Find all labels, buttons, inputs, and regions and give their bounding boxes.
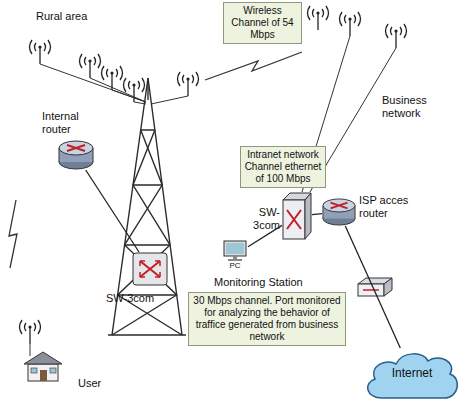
graphic-part: [108, 130, 186, 335]
graphic-part: [59, 141, 93, 155]
router-node: ISP acces router: [322, 198, 356, 226]
house-icon: [22, 350, 64, 382]
graphic-part: [50, 368, 56, 373]
node-label: SW-3com: [106, 292, 166, 305]
graphic-part: [20, 320, 41, 344]
link-line: [312, 214, 322, 215]
graphic-part: [384, 278, 392, 296]
node-label: PC: [222, 261, 248, 270]
link-line: [345, 226, 400, 348]
graphic-part: [340, 12, 361, 36]
graphic-part: [363, 289, 379, 291]
user-house: User: [22, 350, 64, 382]
graphic-part: [151, 96, 188, 104]
graphic-part: [358, 284, 384, 296]
graphic-part: [323, 199, 355, 212]
graphic-part: [305, 193, 311, 239]
graphic-part: [31, 368, 37, 373]
node-label: ISP acces router: [359, 194, 414, 220]
graphic-part: [147, 78, 148, 100]
router-icon: [58, 140, 94, 170]
router-icon: [322, 198, 356, 226]
graphic-part: [140, 261, 160, 277]
node-label: Monitoring Station: [214, 276, 324, 289]
callout-box: Wireless Channel of 54 Mbps: [223, 2, 302, 44]
graphic-part: [308, 6, 329, 30]
switch-node: SW-3com: [132, 252, 168, 286]
graphic-part: [386, 24, 407, 48]
graphic-part: [30, 344, 31, 356]
graphic-part: [331, 203, 348, 209]
monitoring-pc: PCMonitoring Station: [222, 240, 248, 270]
internet-cloud: Internet: [362, 348, 462, 400]
graphic-part: [40, 64, 146, 102]
graphic-part: [24, 352, 62, 364]
node-label: Wireless Channel of 54 Mbps: [227, 5, 298, 41]
node-label: SW-3com: [236, 206, 280, 232]
switch-icon: [132, 252, 168, 286]
graphic-part: [228, 259, 242, 261]
graphic-part: [283, 200, 305, 239]
graphic-part: [112, 130, 177, 335]
graphic-part: [233, 256, 237, 259]
graphic-part: [178, 72, 199, 96]
graphic-part: [205, 52, 302, 80]
graphic-part: [40, 370, 47, 381]
link-line: [86, 170, 139, 252]
graphic-part: [9, 200, 17, 268]
graphic-part: [134, 102, 146, 104]
graphic-part: [124, 78, 145, 102]
router-node: Internal router: [58, 140, 94, 170]
modem-device: [358, 278, 392, 296]
graphic-part: [90, 78, 146, 102]
graphic-part: [224, 241, 246, 256]
callout-box: Intranet network Channel ethernet of 100…: [240, 146, 326, 188]
graphic-part: [80, 54, 101, 78]
switch-icon: [282, 192, 312, 240]
graphic-part: [140, 261, 160, 277]
callout-box: 30 Mbps channel. Port monitored for anal…: [188, 292, 346, 346]
antenna-wires: [30, 36, 396, 356]
switch-node: SW-3com: [282, 192, 312, 240]
graphic-part: [67, 145, 85, 151]
node-label: Intranet network Channel ethernet of 100…: [244, 149, 322, 185]
node-label: 30 Mbps channel. Port monitored for anal…: [192, 295, 342, 343]
node-label: Internet: [362, 367, 462, 380]
graphic-part: [226, 243, 244, 254]
graphic-part: [30, 40, 51, 64]
area-label: Rural area: [36, 10, 116, 23]
area-label: Business network: [382, 94, 440, 120]
node-label: User: [78, 377, 118, 390]
graphic-part: [133, 253, 167, 285]
link-line: [248, 225, 282, 246]
graphic-part: [102, 66, 123, 90]
node-label: Internal router: [42, 110, 94, 136]
graphic-part: [118, 130, 182, 335]
graphic-part: [287, 210, 301, 229]
graphic-part: [28, 364, 58, 381]
graphic-part: [112, 90, 146, 102]
